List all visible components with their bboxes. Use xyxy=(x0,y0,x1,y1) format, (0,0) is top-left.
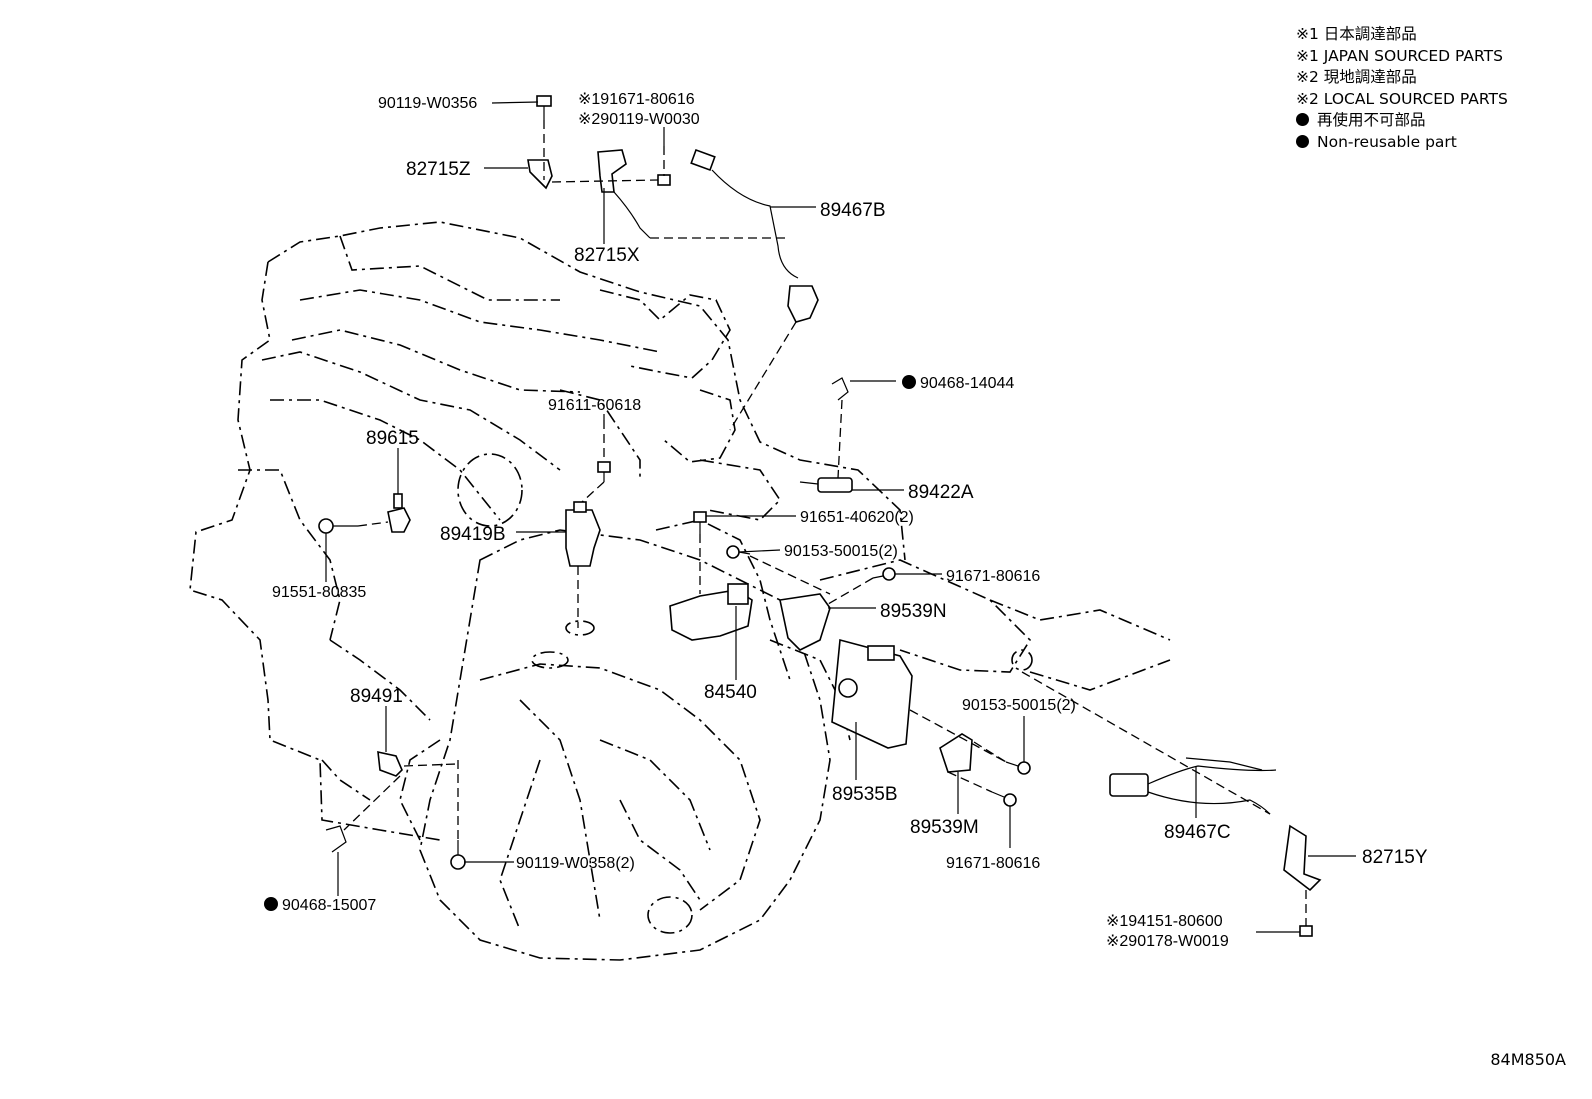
ecu-icon xyxy=(831,638,913,749)
nut-icon xyxy=(657,174,671,186)
legend-text: 再使用不可部品 xyxy=(1317,111,1426,129)
clip-icon xyxy=(831,377,849,401)
nut-icon xyxy=(1299,925,1313,937)
legend-item-local-jp: ※2 現地調達部品 xyxy=(1296,68,1417,86)
part-label[interactable]: 82715Y xyxy=(1362,847,1428,868)
part-label[interactable]: 89419B xyxy=(440,524,506,545)
part-label[interactable]: 89491 xyxy=(350,686,403,707)
oxygen-sensor-icon xyxy=(690,148,819,323)
part-label[interactable]: 90153-50015(2) xyxy=(784,543,898,560)
non-reusable-marker-icon xyxy=(1296,134,1309,148)
component-sketches xyxy=(318,95,1322,937)
bolt-icon xyxy=(872,567,896,581)
bolt-icon xyxy=(991,791,1017,807)
bracket-icon xyxy=(939,733,973,773)
knock-sensor-icon xyxy=(387,493,411,533)
part-label[interactable]: 89539N xyxy=(880,601,947,622)
part-label[interactable]: 89535B xyxy=(832,784,898,805)
leader-lines xyxy=(325,101,1356,933)
temperature-sensor-icon xyxy=(799,477,853,493)
part-label[interactable]: 82715X xyxy=(574,245,640,266)
legend-item-local-en: ※2 LOCAL SOURCED PARTS xyxy=(1296,89,1508,108)
part-label[interactable]: 91651-40620(2) xyxy=(800,509,914,526)
bolt-icon xyxy=(450,840,466,870)
legend-item-japan-en: ※1 JAPAN SOURCED PARTS xyxy=(1296,46,1503,65)
bracket-icon xyxy=(527,159,553,190)
part-label[interactable]: 89467B xyxy=(820,200,886,221)
bracket-icon xyxy=(1283,824,1322,892)
bolt-icon xyxy=(536,95,552,120)
legend-item-japan-jp: ※1 日本調達部品 xyxy=(1296,25,1417,43)
bolt-icon xyxy=(726,545,751,559)
part-label[interactable]: 82715Z xyxy=(406,159,471,180)
part-label[interactable]: 91671-80616 xyxy=(946,855,1040,872)
bolt-icon xyxy=(597,461,611,482)
part-label[interactable]: 90153-50015(2) xyxy=(962,697,1076,714)
part-label[interactable]: 90468-15007 xyxy=(282,897,376,914)
part-label[interactable]: 89615 xyxy=(366,428,419,449)
engine-outline xyxy=(189,221,1171,961)
part-label[interactable]: 89422A xyxy=(908,482,974,503)
part-label[interactable]: 90119-W0356 xyxy=(378,95,477,112)
part-label[interactable]: ※290119-W0030 xyxy=(578,111,700,128)
legend-text: Non-reusable part xyxy=(1317,132,1457,151)
non-reusable-marker-icon xyxy=(1296,113,1309,126)
bolt-icon xyxy=(693,511,707,534)
illustration-code: 84M850A xyxy=(1490,1050,1566,1069)
part-label[interactable]: ※191671-80616 xyxy=(578,91,695,108)
pressure-sensor-icon xyxy=(377,750,403,777)
part-label[interactable]: ※290178-W0019 xyxy=(1106,933,1229,950)
bracket-icon xyxy=(779,593,831,651)
part-label[interactable]: 91551-80835 xyxy=(272,584,366,601)
sensor-icon xyxy=(597,149,651,239)
part-label[interactable]: 90119-W0358(2) xyxy=(516,855,635,872)
non-reusable-marker-icon xyxy=(902,375,916,389)
legend-item-nonreusable-jp: 再使用不可部品 xyxy=(1296,110,1508,132)
neutral-switch-icon xyxy=(669,583,753,641)
bolt-icon xyxy=(318,518,358,534)
assembly-lines xyxy=(343,120,1307,926)
part-label[interactable]: 84540 xyxy=(704,682,757,703)
clip-icon xyxy=(325,825,347,853)
part-label[interactable]: 91671-80616 xyxy=(946,568,1040,585)
part-label[interactable]: 89539M xyxy=(910,817,979,838)
part-label[interactable]: ※194151-80600 xyxy=(1106,913,1223,930)
legend: ※1 日本調達部品 ※1 JAPAN SOURCED PARTS ※2 現地調達… xyxy=(1296,24,1508,153)
part-label[interactable]: 90468-14044 xyxy=(920,375,1014,392)
part-labels: 90119-W0356 82715Z ※191671-80616 ※290119… xyxy=(272,91,1428,950)
speed-sensor-icon xyxy=(565,501,601,567)
oxygen-sensor-icon xyxy=(1109,757,1277,815)
part-label[interactable]: 91611-60618 xyxy=(548,397,641,414)
bolt-icon xyxy=(1005,761,1031,775)
part-label[interactable]: 89467C xyxy=(1164,822,1231,843)
non-reusable-marker-icon xyxy=(264,897,278,911)
legend-item-nonreusable-en: Non-reusable part xyxy=(1296,132,1508,154)
